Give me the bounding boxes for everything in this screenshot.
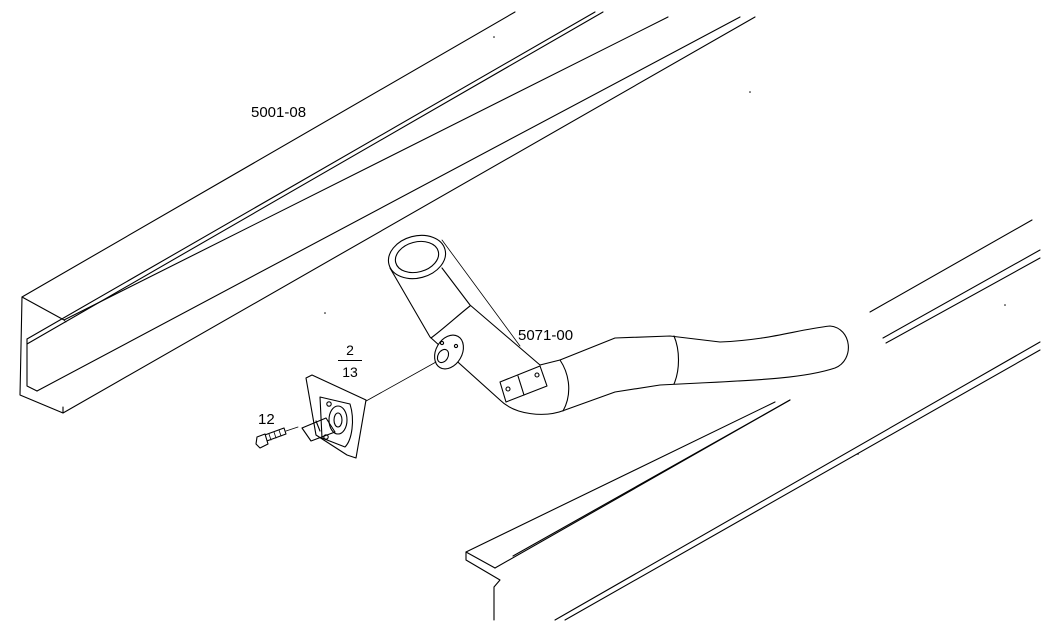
callout-frame-rail: 5001-08	[251, 104, 307, 121]
dot-markers	[324, 36, 1006, 455]
pipe-clamp	[499, 365, 548, 403]
callout-exhaust-pipe: 5071-00	[518, 327, 574, 344]
callout-bracket-top: 2	[338, 343, 362, 361]
callout-bracket-bottom: 13	[342, 364, 358, 380]
callout-bracket-stack: 2 13	[338, 343, 362, 379]
gasket	[349, 334, 464, 411]
exhaust-pipe	[387, 234, 849, 415]
callout-bolt: 12	[258, 411, 275, 428]
frame-rail-lower	[465, 219, 1041, 621]
bolt	[255, 426, 299, 449]
frame-rail-upper	[19, 11, 756, 414]
hanger-bracket	[301, 374, 367, 459]
